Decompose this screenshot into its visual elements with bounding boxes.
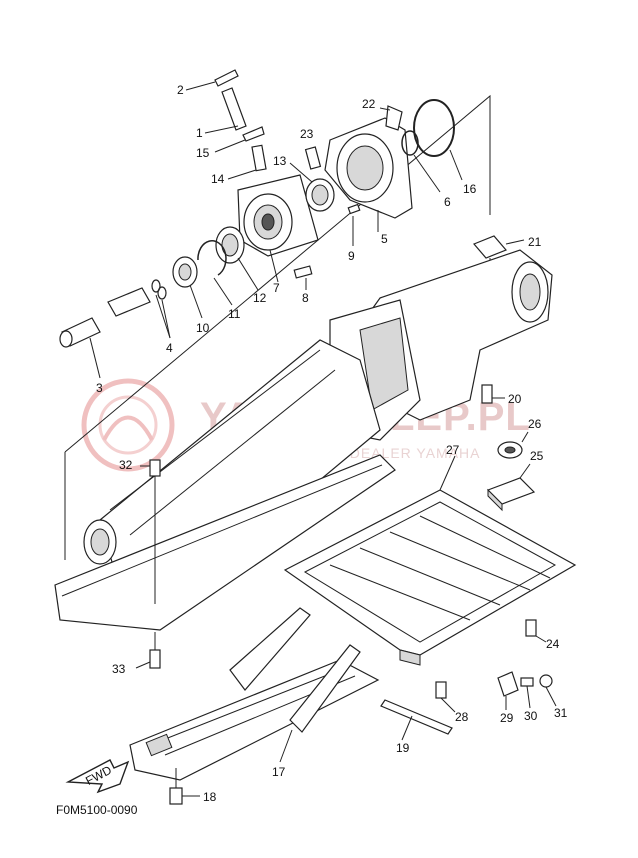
part-31-screw (539, 674, 557, 707)
callout-15: 15 (196, 146, 210, 160)
part-4-o-rings (151, 279, 171, 339)
part-26-grommet (497, 431, 529, 459)
part-28-bolt (435, 681, 456, 713)
callout-1: 1 (196, 126, 203, 140)
part-5-cover (324, 117, 413, 232)
callout-20: 20 (508, 392, 522, 406)
callout-labels: 2 1 15 14 23 13 22 16 6 5 9 21 7 8 12 11… (96, 83, 568, 804)
part-27-ride-plate (283, 455, 577, 666)
callout-2: 2 (177, 83, 184, 97)
part-16-o-ring (413, 99, 463, 181)
callout-3: 3 (96, 381, 103, 395)
part-15-clip (214, 126, 265, 153)
callout-30: 30 (524, 709, 538, 723)
callout-6: 6 (444, 195, 451, 209)
jet-pump-assembly (329, 249, 553, 441)
callout-7: 7 (273, 281, 280, 295)
callout-31: 31 (554, 706, 568, 720)
part-19-strip (380, 699, 453, 741)
part-18-bolt (169, 768, 200, 805)
part-2-clip (185, 69, 239, 91)
part-7-pump-housing (237, 174, 319, 283)
part-3-fitting (59, 317, 101, 379)
part-8-bolt (293, 265, 313, 290)
callout-26: 26 (528, 417, 542, 431)
callout-8: 8 (302, 291, 309, 305)
part-17-intake-grate (129, 607, 380, 781)
callout-18: 18 (203, 790, 217, 804)
callout-25: 25 (530, 449, 544, 463)
callout-14: 14 (211, 172, 225, 186)
callout-11: 11 (228, 307, 241, 321)
part-22-bracket (379, 105, 403, 131)
intake-base-plate (54, 454, 396, 631)
callout-10: 10 (196, 321, 210, 335)
callout-17: 17 (272, 765, 286, 779)
callout-12: 12 (253, 291, 267, 305)
callout-13: 13 (273, 154, 287, 168)
callout-9: 9 (348, 249, 355, 263)
shaft-sleeve (107, 287, 151, 317)
callout-5: 5 (381, 232, 388, 246)
part-9-pin (347, 203, 361, 246)
watermark-logo-icon (81, 378, 175, 472)
callout-22: 22 (362, 97, 376, 111)
part-29-bracket (497, 671, 519, 710)
pump-group-outline (64, 94, 491, 560)
part-14-bolt (227, 144, 267, 180)
part-6-o-ring (401, 130, 441, 193)
callout-19: 19 (396, 741, 410, 755)
part-25-bracket (486, 463, 536, 512)
part-24-bolt (525, 619, 547, 643)
part-12-bearing (215, 226, 259, 291)
part-10-seal (172, 256, 203, 319)
part-23-bolt (304, 146, 322, 170)
callout-28: 28 (455, 710, 469, 724)
part-13-seal (289, 162, 335, 212)
callout-32: 32 (119, 458, 133, 472)
intake-duct (83, 339, 381, 591)
part-30-plate (520, 677, 534, 709)
callout-21: 21 (528, 235, 542, 249)
callout-23: 23 (300, 127, 314, 141)
part-20-bolt (481, 384, 505, 404)
part-1-pin (204, 87, 247, 134)
callout-24: 24 (546, 637, 560, 651)
fwd-arrow-icon: FWD (65, 759, 130, 794)
callout-29: 29 (500, 711, 514, 725)
figure-code: F0M5100-0090 (56, 803, 138, 817)
part-11-circlip (197, 240, 233, 306)
callout-16: 16 (463, 182, 477, 196)
part-33-bolt (135, 632, 161, 669)
callout-27: 27 (446, 443, 460, 457)
callout-33: 33 (112, 662, 126, 676)
callout-4: 4 (166, 341, 173, 355)
part-32-bolt (140, 459, 161, 604)
